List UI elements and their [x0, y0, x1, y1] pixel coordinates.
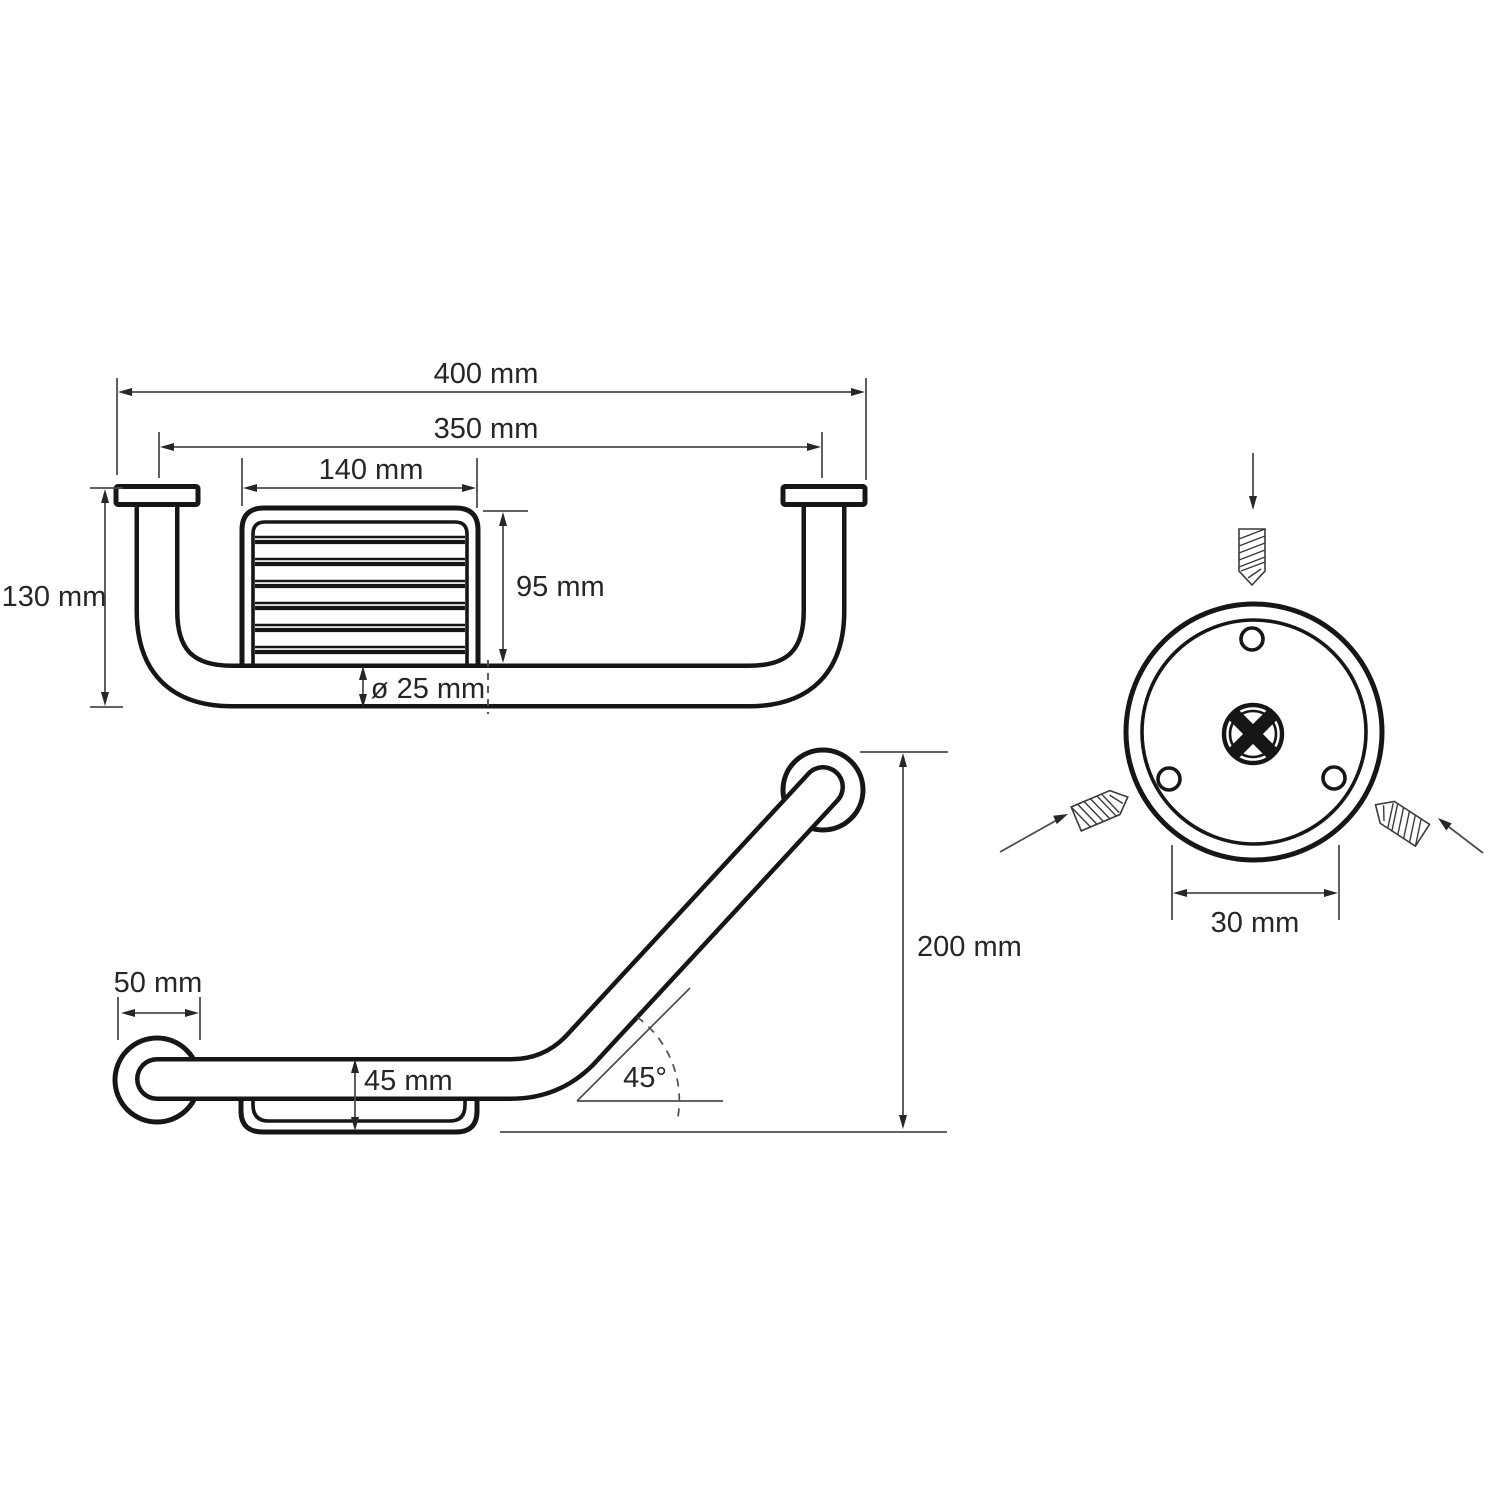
screw-icon-right [1367, 793, 1431, 847]
soap-basket-side [238, 1097, 480, 1135]
dim-label-basket-width: 140 mm [319, 454, 424, 486]
dim-label-overall-width: 400 mm [434, 358, 539, 390]
mounting-hole-right [1321, 765, 1347, 791]
dim-flange-spacing: 350 mm [158, 413, 823, 478]
dim-overall-width: 400 mm [116, 358, 867, 480]
basket-bars [255, 535, 465, 655]
dim-basket-height: 95 mm [483, 510, 605, 663]
angle-annotation: 45° [576, 987, 723, 1123]
dim-bar-height: 130 mm [2, 487, 123, 708]
basket-inner-frame [251, 520, 469, 665]
dim-arm-height: 200 mm [860, 751, 1022, 1129]
screw-direction-arrow-left [999, 814, 1068, 853]
dim-label-flange-spacing: 350 mm [434, 413, 539, 445]
dim-label-hole-spacing: 30 mm [1211, 907, 1300, 939]
dim-label-flange-width: 50 mm [114, 967, 203, 999]
side-view: 50 mm 45 mm 45° 200 mm [112, 747, 1022, 1135]
basket-outer-frame [239, 505, 481, 667]
soap-basket-front [239, 505, 481, 667]
dim-label-basket-depth: 45 mm [364, 1065, 453, 1097]
dim-tube-diameter: ø 25 mm [359, 660, 489, 714]
flange-detail-view: 30 mm [999, 453, 1484, 939]
wall-flange-left [113, 484, 201, 507]
dim-hole-spacing: 30 mm [1171, 845, 1340, 939]
grab-bar-tube-side [135, 765, 845, 1101]
mounting-hole-left [1156, 766, 1182, 792]
screw-direction-arrow-top [1249, 453, 1257, 510]
flange-inner-circle [1140, 618, 1368, 846]
dim-label-arm-height: 200 mm [917, 931, 1022, 963]
front-view: 400 mm 350 mm 140 mm 130 mm [2, 358, 868, 714]
dim-basket-width: 140 mm [241, 454, 478, 508]
dim-label-bend-angle: 45° [623, 1062, 667, 1094]
dim-flange-width: 50 mm [114, 967, 203, 1040]
dim-label-bar-height: 130 mm [2, 581, 107, 613]
dim-label-basket-height: 95 mm [516, 571, 605, 603]
dim-label-tube-diameter: ø 25 mm [371, 673, 485, 705]
dim-basket-depth: 45 mm [351, 1059, 453, 1131]
mounting-hole-top [1239, 626, 1265, 652]
phillips-screw-head-icon [1221, 702, 1285, 766]
screw-icon-top [1238, 528, 1266, 586]
wall-flange-right [780, 484, 868, 507]
screw-icon-left [1070, 784, 1134, 832]
screw-direction-arrow-right [1438, 818, 1484, 854]
grab-bar-tube-front [134, 500, 847, 709]
